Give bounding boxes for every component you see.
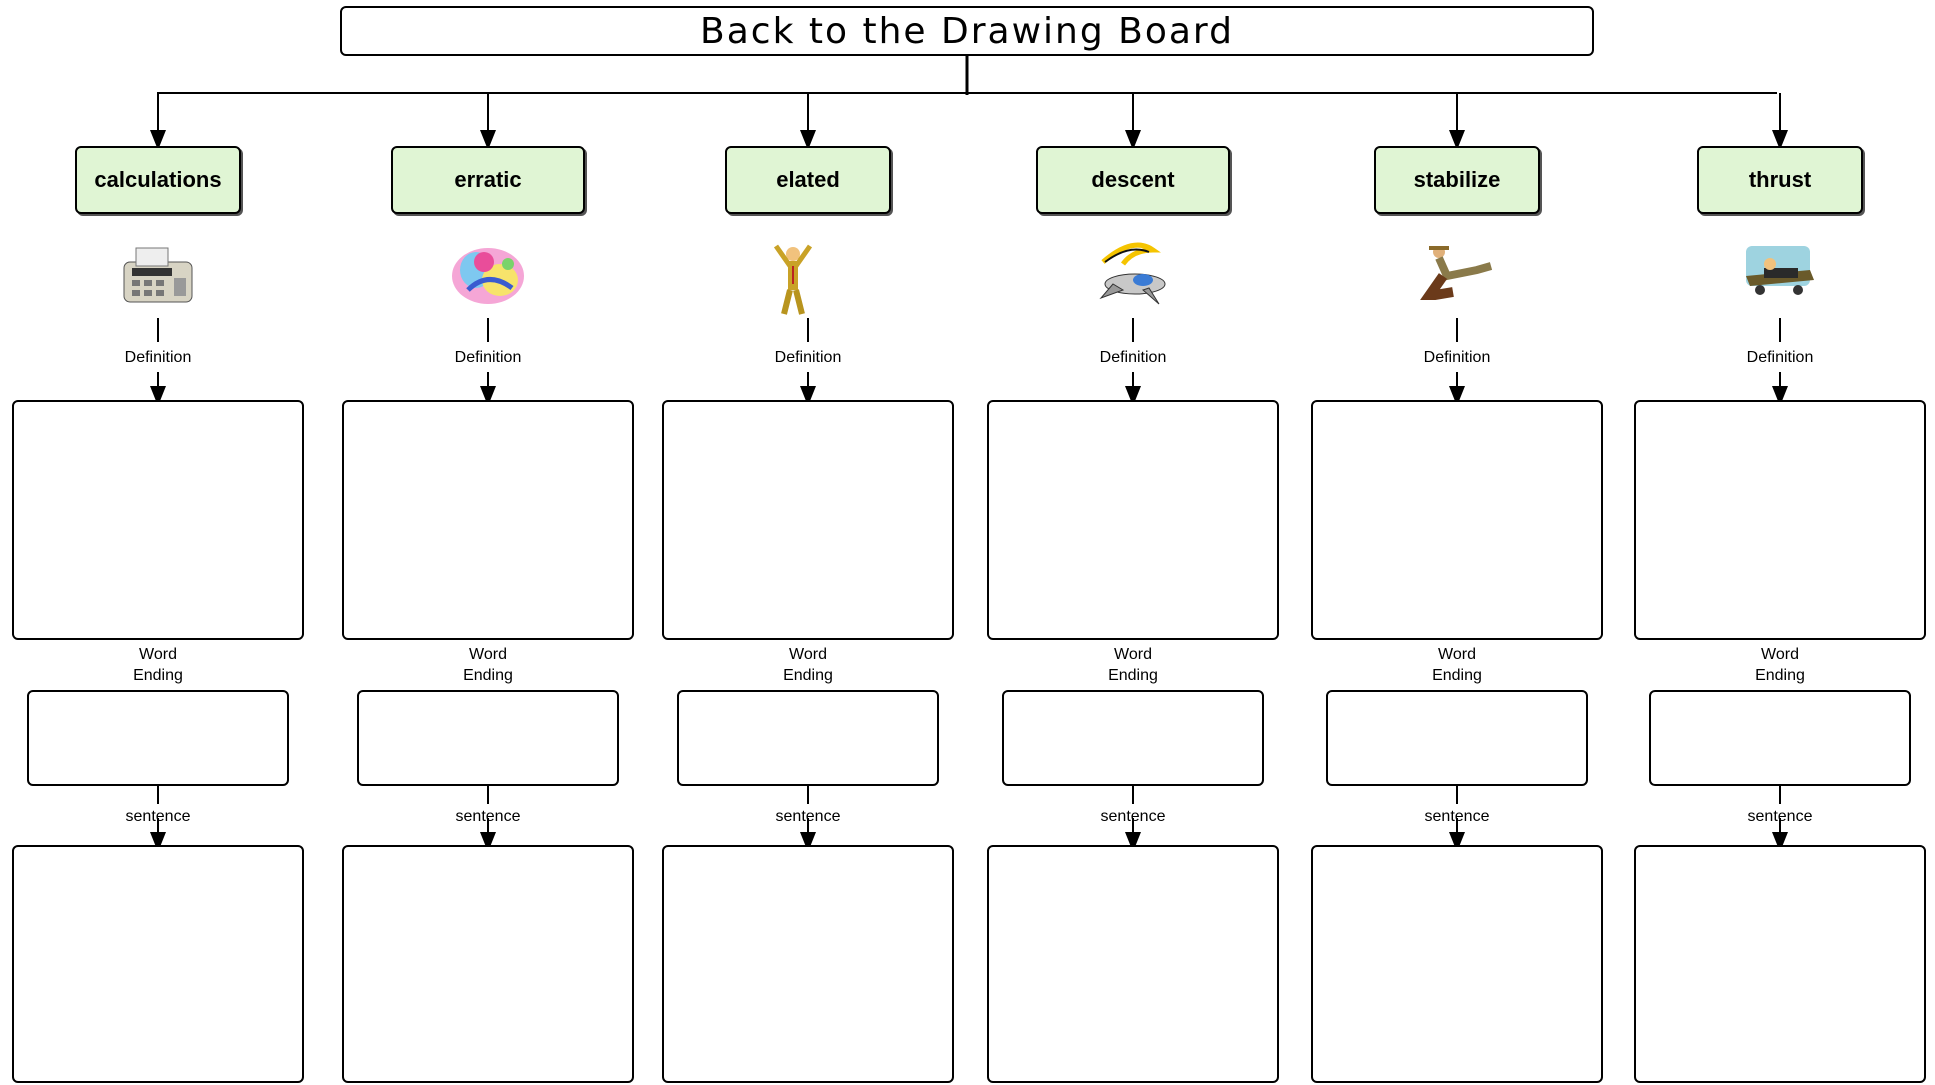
definition-box[interactable] (1311, 400, 1603, 640)
sentence-label: sentence (125, 808, 191, 825)
sentence-box[interactable] (1634, 845, 1926, 1083)
ending-label: Ending (1755, 667, 1805, 684)
ending-label: Ending (463, 667, 513, 684)
word-ending-box[interactable] (1326, 690, 1588, 786)
word-box-elated: elated (725, 146, 891, 214)
page-title: Back to the Drawing Board (340, 6, 1594, 56)
definition-box[interactable] (12, 400, 304, 640)
word-label: Word (1761, 646, 1799, 663)
sentence-label: sentence (775, 808, 841, 825)
balancing-person-icon (1417, 240, 1497, 320)
sentence-label: sentence (1424, 808, 1490, 825)
jet-plane-icon (1093, 240, 1173, 320)
definition-box[interactable] (987, 400, 1279, 640)
definition-box[interactable] (662, 400, 954, 640)
definition-label: Definition (1746, 349, 1814, 366)
definition-box[interactable] (1634, 400, 1926, 640)
sentence-box[interactable] (1311, 845, 1603, 1083)
definition-box[interactable] (342, 400, 634, 640)
jumping-person-icon (768, 240, 848, 320)
word-label: Word (139, 646, 177, 663)
sentence-label: sentence (455, 808, 521, 825)
word-label: Word (469, 646, 507, 663)
word-label: Word (789, 646, 827, 663)
sentence-box[interactable] (342, 845, 634, 1083)
ending-label: Ending (783, 667, 833, 684)
word-box-stabilize: stabilize (1374, 146, 1540, 214)
word-ending-box[interactable] (677, 690, 939, 786)
word-label: Word (1114, 646, 1152, 663)
sentence-label: sentence (1747, 808, 1813, 825)
abstract-figure-icon (448, 240, 528, 320)
ending-label: Ending (1108, 667, 1158, 684)
word-ending-box[interactable] (1649, 690, 1911, 786)
sentence-box[interactable] (662, 845, 954, 1083)
word-box-descent: descent (1036, 146, 1230, 214)
word-box-thrust: thrust (1697, 146, 1863, 214)
definition-label: Definition (1423, 349, 1491, 366)
definition-label: Definition (1099, 349, 1167, 366)
rocket-car-icon (1740, 240, 1820, 320)
sentence-label: sentence (1100, 808, 1166, 825)
word-ending-box[interactable] (357, 690, 619, 786)
calculator-icon (118, 240, 198, 320)
word-label: Word (1438, 646, 1476, 663)
definition-label: Definition (124, 349, 192, 366)
definition-label: Definition (454, 349, 522, 366)
ending-label: Ending (133, 667, 183, 684)
word-ending-box[interactable] (27, 690, 289, 786)
sentence-box[interactable] (987, 845, 1279, 1083)
ending-label: Ending (1432, 667, 1482, 684)
word-ending-box[interactable] (1002, 690, 1264, 786)
word-box-erratic: erratic (391, 146, 585, 214)
word-box-calculations: calculations (75, 146, 241, 214)
definition-label: Definition (774, 349, 842, 366)
sentence-box[interactable] (12, 845, 304, 1083)
